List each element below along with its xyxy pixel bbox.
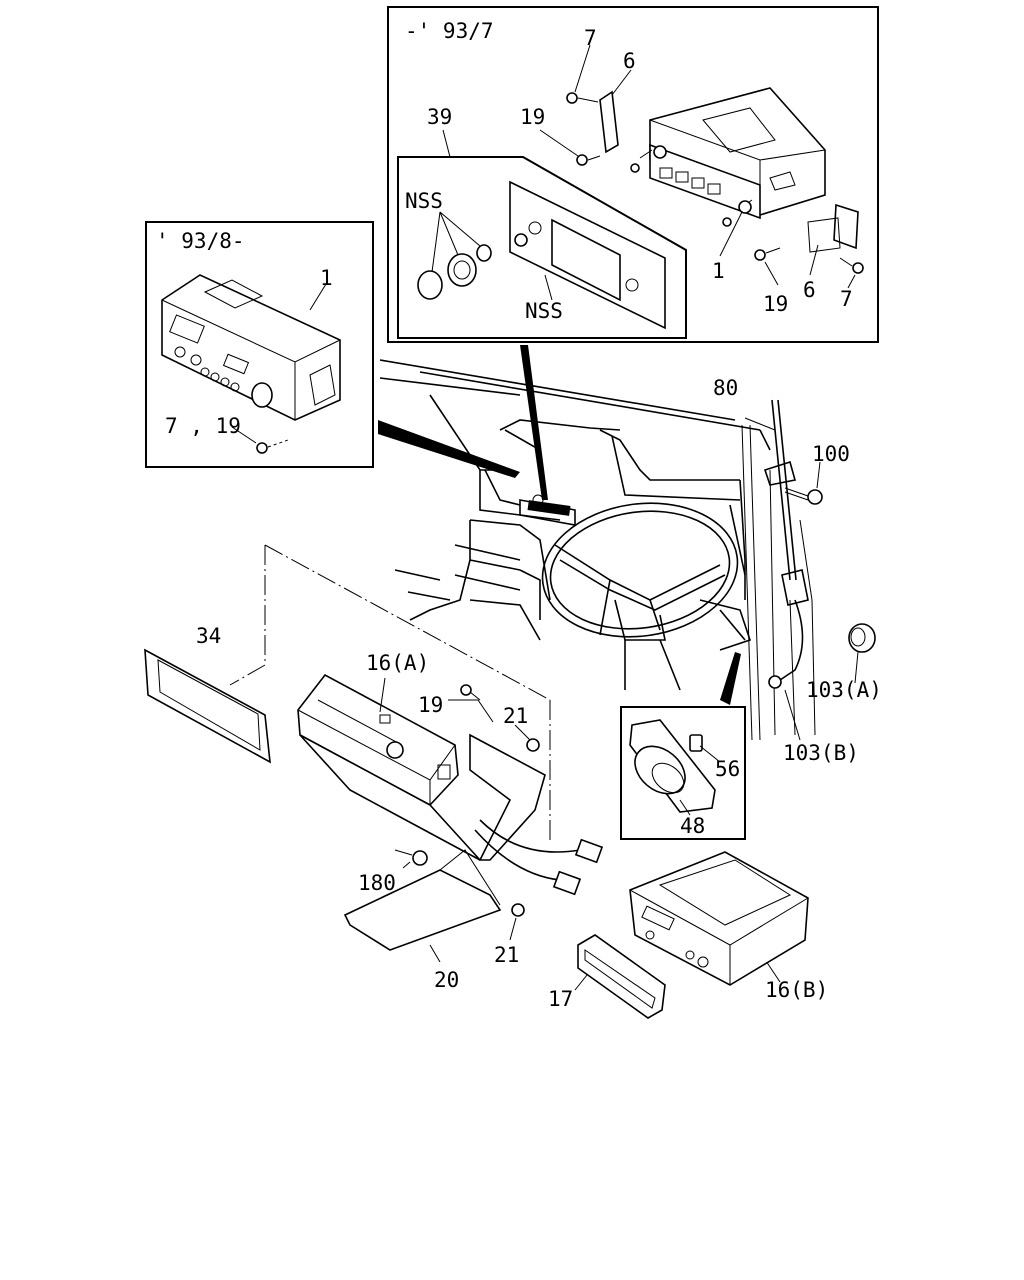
inset-left: ' 93/8- 1 7 , 19: [145, 221, 374, 468]
inset-top: -' 93/7: [387, 6, 879, 343]
inset-top-date: -' 93/7: [405, 19, 494, 43]
label-39: 39: [427, 105, 452, 129]
inset-speaker: 56 48: [620, 706, 746, 840]
label-16a: 16(A): [366, 651, 429, 675]
label-21a: 21: [503, 704, 528, 728]
label-6b: 6: [803, 278, 816, 302]
label-19: 19: [418, 693, 443, 717]
label-19b: 19: [763, 292, 788, 316]
speaker-label-48: 48: [680, 814, 705, 838]
label-7a: 7: [584, 26, 597, 50]
inset-left-label-7-19: 7 , 19: [165, 414, 241, 438]
label-34: 34: [196, 624, 221, 648]
label-21b: 21: [494, 943, 519, 967]
label-19a: 19: [520, 105, 545, 129]
label-103a: 103(A): [806, 678, 882, 702]
dashboard-illustration: [379, 359, 876, 741]
inset-left-label-1: 1: [320, 266, 333, 290]
lower-parts: [144, 417, 859, 1019]
label-103b: 103(B): [783, 741, 859, 765]
speaker-label-56: 56: [715, 757, 740, 781]
label-nss1: NSS: [405, 189, 443, 213]
main-labels: 80 100 103(A) 103(B) 34 16(A) 19 21 180 …: [196, 376, 882, 1011]
inset-left-date: ' 93/8-: [156, 229, 245, 253]
label-16b: 16(B): [765, 978, 828, 1002]
label-nss2: NSS: [525, 299, 563, 323]
label-7b: 7: [840, 287, 853, 311]
label-17: 17: [548, 987, 573, 1011]
label-6a: 6: [623, 49, 636, 73]
label-80: 80: [713, 376, 738, 400]
callout-wedges: [378, 345, 741, 705]
label-20: 20: [434, 968, 459, 992]
label-180: 180: [358, 871, 396, 895]
label-100: 100: [812, 442, 850, 466]
label-1: 1: [712, 259, 725, 283]
